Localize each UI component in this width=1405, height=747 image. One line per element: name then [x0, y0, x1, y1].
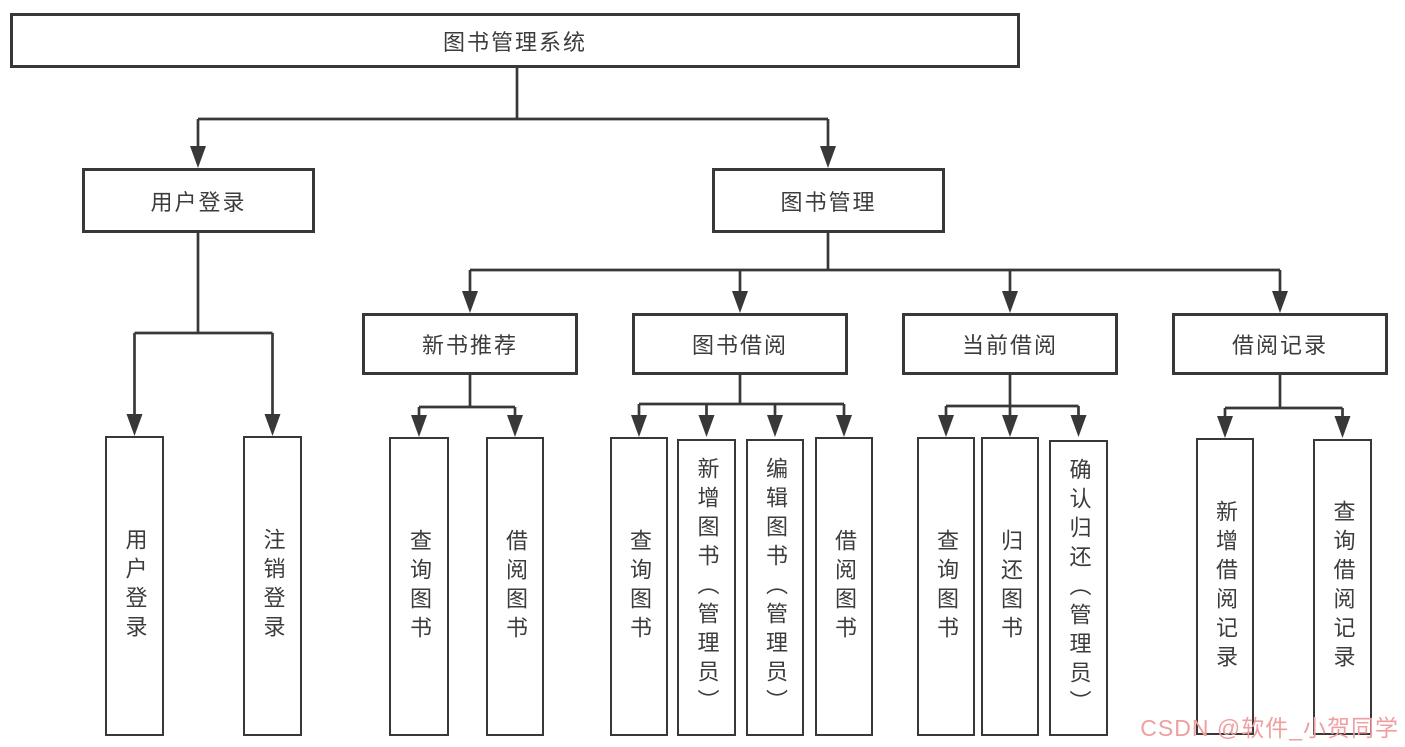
node-borrow-books: 借阅图书: [815, 437, 873, 736]
node-add-books-admin-label: 新增图书（管理员）: [694, 457, 720, 718]
node-user-login-branch-label: 用户登录: [150, 189, 247, 215]
node-add-borrow-record-label: 新增借阅记录: [1213, 499, 1238, 674]
arrowhead-icon: [411, 415, 427, 437]
arrowhead-icon: [938, 415, 954, 437]
node-current-borrowing-label: 当前借阅: [961, 333, 1058, 358]
node-logout-label: 注销登录: [260, 528, 286, 644]
node-new-book-recommendation-label: 新书推荐: [421, 333, 518, 358]
node-add-books-admin: 新增图书（管理员）: [677, 439, 736, 736]
node-book-management-branch: 图书管理: [712, 168, 945, 233]
node-book-borrowing-label: 图书借阅: [691, 333, 788, 358]
node-borrowing-records-label: 借阅记录: [1231, 333, 1328, 358]
arrowhead-icon: [126, 414, 143, 436]
node-library-management-system-label: 图书管理系统: [442, 29, 587, 55]
node-query-borrow-record-label: 查询借阅记录: [1330, 500, 1356, 674]
arrowhead-icon: [190, 146, 206, 168]
node-return-books-label: 归还图书: [998, 528, 1023, 645]
node-return-books: 归还图书: [981, 437, 1039, 736]
arrowhead-icon: [836, 415, 852, 437]
arrowhead-icon: [820, 146, 836, 168]
arrowhead-icon: [1272, 291, 1288, 313]
node-query-books-newrec-label: 查询图书: [407, 528, 432, 645]
node-borrow-books-newrec: 借阅图书: [486, 437, 544, 736]
node-current-borrowing: 当前借阅: [902, 313, 1118, 375]
arrowhead-icon: [264, 414, 281, 436]
node-borrow-books-label: 借阅图书: [832, 528, 857, 645]
arrowhead-icon: [1002, 415, 1018, 437]
node-add-borrow-record: 新增借阅记录: [1196, 438, 1254, 735]
arrowhead-icon: [1334, 416, 1351, 438]
node-edit-books-admin: 编辑图书（管理员）: [746, 439, 804, 736]
node-logout: 注销登录: [243, 436, 302, 736]
arrowhead-icon: [507, 415, 523, 437]
arrowhead-icon: [462, 291, 478, 313]
node-new-book-recommendation: 新书推荐: [362, 313, 578, 375]
node-user-login: 用户登录: [105, 436, 164, 736]
node-query-books-borrow-label: 查询图书: [627, 528, 652, 645]
arrowhead-icon: [767, 415, 783, 437]
node-borrowing-records: 借阅记录: [1172, 313, 1388, 375]
arrowhead-icon: [1002, 291, 1018, 313]
arrowhead-icon: [1217, 416, 1233, 438]
arrowhead-icon: [732, 291, 748, 313]
node-book-management-branch-label: 图书管理: [780, 189, 877, 215]
node-book-borrowing: 图书借阅: [632, 313, 848, 375]
node-confirm-return-admin: 确认归还（管理员）: [1049, 440, 1108, 736]
node-user-login-branch: 用户登录: [82, 168, 315, 233]
node-borrow-books-newrec-label: 借阅图书: [503, 528, 528, 645]
arrowhead-icon: [1070, 415, 1087, 437]
node-library-management-system: 图书管理系统: [10, 13, 1020, 68]
node-confirm-return-admin-label: 确认归还（管理员）: [1066, 457, 1092, 719]
node-query-borrow-record: 查询借阅记录: [1313, 439, 1372, 735]
node-query-books-newrec: 查询图书: [389, 437, 449, 736]
node-query-books-current: 查询图书: [917, 437, 975, 736]
node-edit-books-admin-label: 编辑图书（管理员）: [763, 457, 788, 718]
node-query-books-current-label: 查询图书: [934, 528, 959, 645]
node-user-login-label: 用户登录: [122, 528, 148, 644]
arrowhead-icon: [698, 415, 715, 437]
arrowhead-icon: [631, 415, 647, 437]
node-query-books-borrow: 查询图书: [610, 437, 668, 736]
